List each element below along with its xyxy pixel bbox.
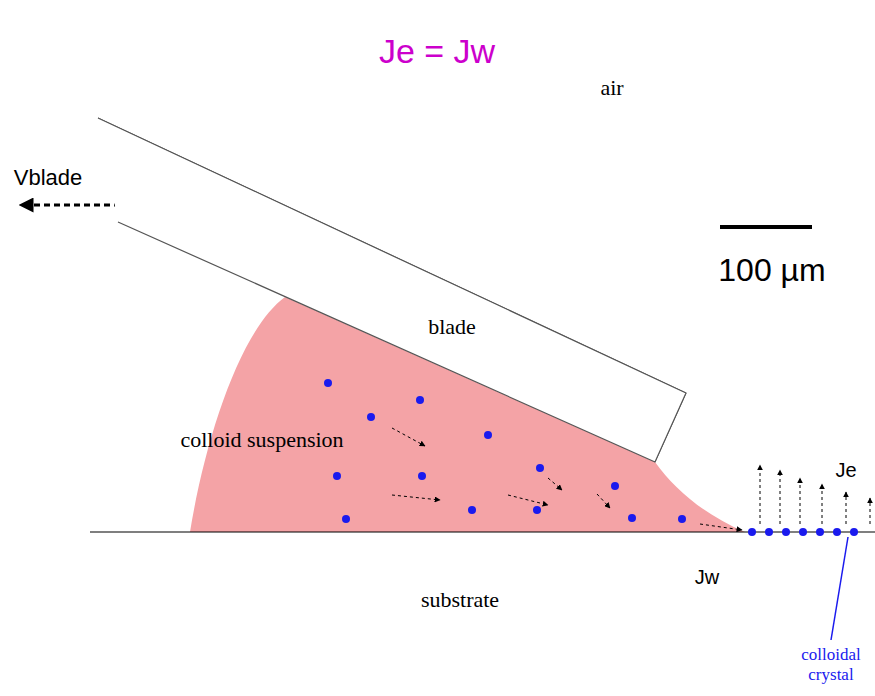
title: Je = Jw	[379, 32, 495, 71]
velocity-label: Vblade	[14, 165, 83, 190]
flux-label: Je	[835, 459, 856, 482]
velocity-arrow	[20, 204, 120, 207]
scale-label: 100 µm	[718, 252, 825, 289]
substrate-line	[90, 531, 875, 532]
blade-outline	[96, 112, 690, 466]
leader-line	[831, 537, 848, 640]
flow-arrows	[392, 428, 742, 530]
blade-shape: blade	[96, 112, 690, 466]
region-label: colloid suspension	[180, 427, 343, 452]
flux-label: Jw	[695, 566, 719, 589]
scale-bar	[720, 225, 812, 229]
colloidal-crystal	[748, 528, 858, 536]
region-label: substrate	[421, 587, 499, 612]
medium-label: air	[600, 75, 623, 100]
part-label: colloidal crystal	[786, 645, 875, 684]
blade-label: blade	[428, 314, 476, 339]
